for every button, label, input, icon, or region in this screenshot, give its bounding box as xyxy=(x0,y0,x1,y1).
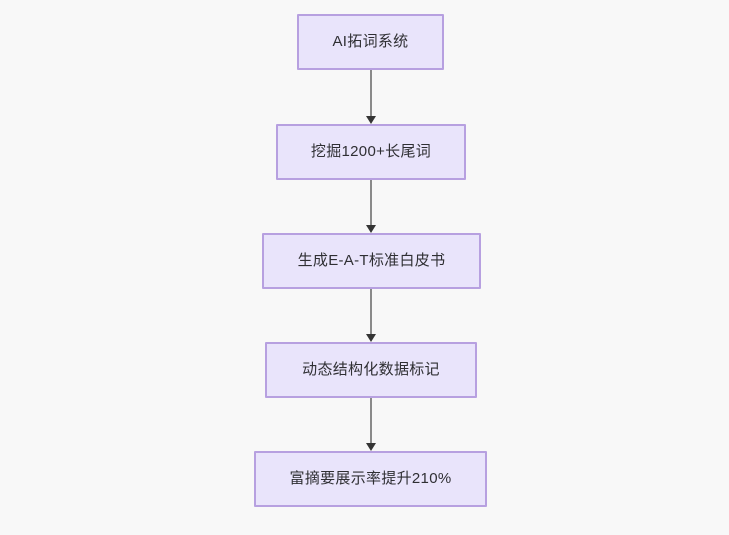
flow-node-dynamic-structured-data-markup[interactable]: 动态结构化数据标记 xyxy=(265,342,477,398)
edge-line xyxy=(370,180,372,225)
flow-node-label: 挖掘1200+长尾词 xyxy=(310,142,432,160)
flow-node-generate-eat-whitepaper[interactable]: 生成E-A-T标准白皮书 xyxy=(262,233,481,289)
flow-node-rich-snippet-impression-lift[interactable]: 富摘要展示率提升210% xyxy=(254,451,487,507)
edge-line xyxy=(370,289,372,334)
flow-node-label: 生成E-A-T标准白皮书 xyxy=(297,251,446,269)
arrow-down-icon xyxy=(366,334,376,342)
flow-node-label: AI拓词系统 xyxy=(332,32,409,50)
flow-node-ai-keyword-system[interactable]: AI拓词系统 xyxy=(297,14,444,70)
flow-node-mine-longtail-keywords[interactable]: 挖掘1200+长尾词 xyxy=(276,124,466,180)
flow-node-label: 富摘要展示率提升210% xyxy=(289,469,452,487)
edge-line xyxy=(370,398,372,443)
arrow-down-icon xyxy=(366,443,376,451)
flow-node-label: 动态结构化数据标记 xyxy=(302,360,440,378)
edge-line xyxy=(370,70,372,116)
arrow-down-icon xyxy=(366,225,376,233)
arrow-down-icon xyxy=(366,116,376,124)
